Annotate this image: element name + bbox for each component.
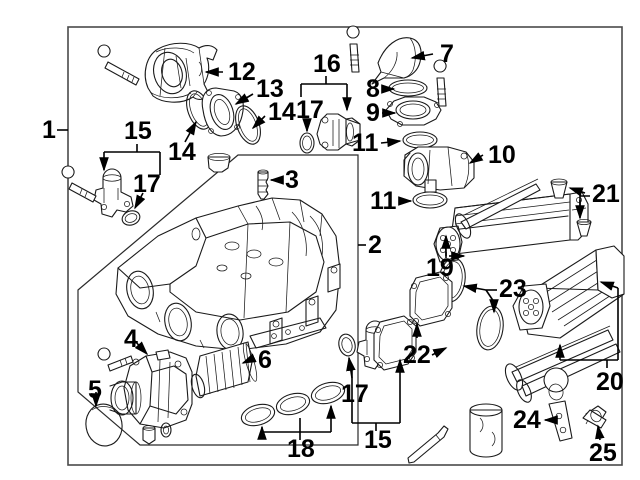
part-4-pump-housing <box>109 349 193 429</box>
part-8-oring <box>388 79 428 97</box>
leader-18 <box>257 404 336 440</box>
callout-17-top: 17 <box>133 170 161 198</box>
bolt-upper-left <box>97 44 140 86</box>
leader-19 <box>441 234 466 261</box>
manifold-grommet <box>207 153 231 173</box>
callout-13: 13 <box>256 75 284 103</box>
cooler-lower <box>512 245 625 339</box>
bolt-duct-right <box>433 59 447 107</box>
leader-25 <box>595 424 605 441</box>
part-2-intake-manifold <box>115 197 341 351</box>
callout-12: 12 <box>228 58 256 86</box>
callout-11-upper: 11 <box>352 129 379 157</box>
part-16-sensor <box>316 113 361 151</box>
part-5-cap <box>85 403 123 447</box>
callout-16: 16 <box>313 50 341 78</box>
leader-13 <box>234 93 254 105</box>
callout-5: 5 <box>88 376 102 404</box>
part-19-cooler-upper <box>433 191 589 263</box>
callout-19: 19 <box>426 254 454 282</box>
leader-10 <box>468 152 484 164</box>
leader-17-bottom <box>346 356 356 379</box>
callout-24: 24 <box>513 406 541 434</box>
leader-14-left <box>184 120 197 143</box>
part-13-flange-plate <box>201 87 244 137</box>
leader-14-right <box>251 115 266 130</box>
leader-15-top <box>99 144 161 175</box>
callout-11-lower: 11 <box>370 187 397 215</box>
leader-17-top <box>134 192 146 210</box>
leader-11-upper <box>380 137 402 148</box>
leader-23 <box>462 283 499 314</box>
part-22-gasket-b <box>373 315 417 371</box>
part-10-throttle-body <box>403 146 475 193</box>
bolt-pump <box>97 347 134 372</box>
part-17-oring-mid <box>299 132 315 154</box>
callout-21: 21 <box>592 180 620 208</box>
part-25-bolt <box>582 405 607 429</box>
leader-20 <box>555 281 619 368</box>
part-17-oring-bottom <box>338 333 356 357</box>
callout-17-bottom: 17 <box>341 380 369 408</box>
part-9-adapter-flange <box>385 96 442 127</box>
leader-16 <box>300 76 352 112</box>
callout-15-bottom: 15 <box>364 426 392 454</box>
part-23-oring-b <box>476 305 504 351</box>
part-6-bellows <box>190 341 258 399</box>
leader-7 <box>410 50 434 61</box>
bolt-sensor-left <box>61 165 97 203</box>
leader-6 <box>241 353 257 364</box>
callout-9: 9 <box>366 99 380 127</box>
callout-1: 1 <box>42 116 56 144</box>
part-12-throttle-actuator <box>144 42 218 103</box>
leader-21 <box>568 187 590 220</box>
leader-15-bottom <box>351 358 405 431</box>
callout-7: 7 <box>440 40 454 68</box>
callout-3: 3 <box>285 166 299 194</box>
callout-17-mid: 17 <box>296 96 324 124</box>
callout-14-right: 14 <box>268 98 296 126</box>
part-24-strap <box>543 367 573 442</box>
part-15-sensor-top <box>93 168 134 218</box>
part-3-vent-plug <box>257 169 269 200</box>
callout-4: 4 <box>124 325 138 353</box>
callout-10: 10 <box>488 141 516 169</box>
callout-15-top: 15 <box>124 117 152 145</box>
callout-2: 2 <box>368 231 382 259</box>
part-17-oring-top <box>121 210 141 226</box>
part-18-gaskets <box>240 381 346 427</box>
manifold-group-box <box>77 154 359 446</box>
callout-20: 20 <box>596 368 624 396</box>
filter-canister <box>469 403 503 458</box>
bolt-upper-mid <box>346 25 360 73</box>
outer-frame <box>67 26 623 466</box>
part-11-oring-lower <box>412 191 448 209</box>
callout-6: 6 <box>258 346 272 374</box>
pump-small-fittings <box>142 422 172 445</box>
part-21-plug-upper <box>550 178 568 199</box>
part-22-gasket-a <box>409 271 453 327</box>
callout-14-left: 14 <box>168 138 196 166</box>
callout-8: 8 <box>366 75 380 103</box>
leader-22 <box>412 322 448 359</box>
callout-22: 22 <box>403 341 431 369</box>
callout-23: 23 <box>499 275 527 303</box>
leader-4 <box>133 339 149 356</box>
cooler-upper-tube <box>454 178 541 239</box>
callout-18: 18 <box>287 435 315 463</box>
callout-25: 25 <box>589 439 617 467</box>
alignment-pin <box>407 425 449 464</box>
part-11-oring-upper <box>402 131 438 149</box>
